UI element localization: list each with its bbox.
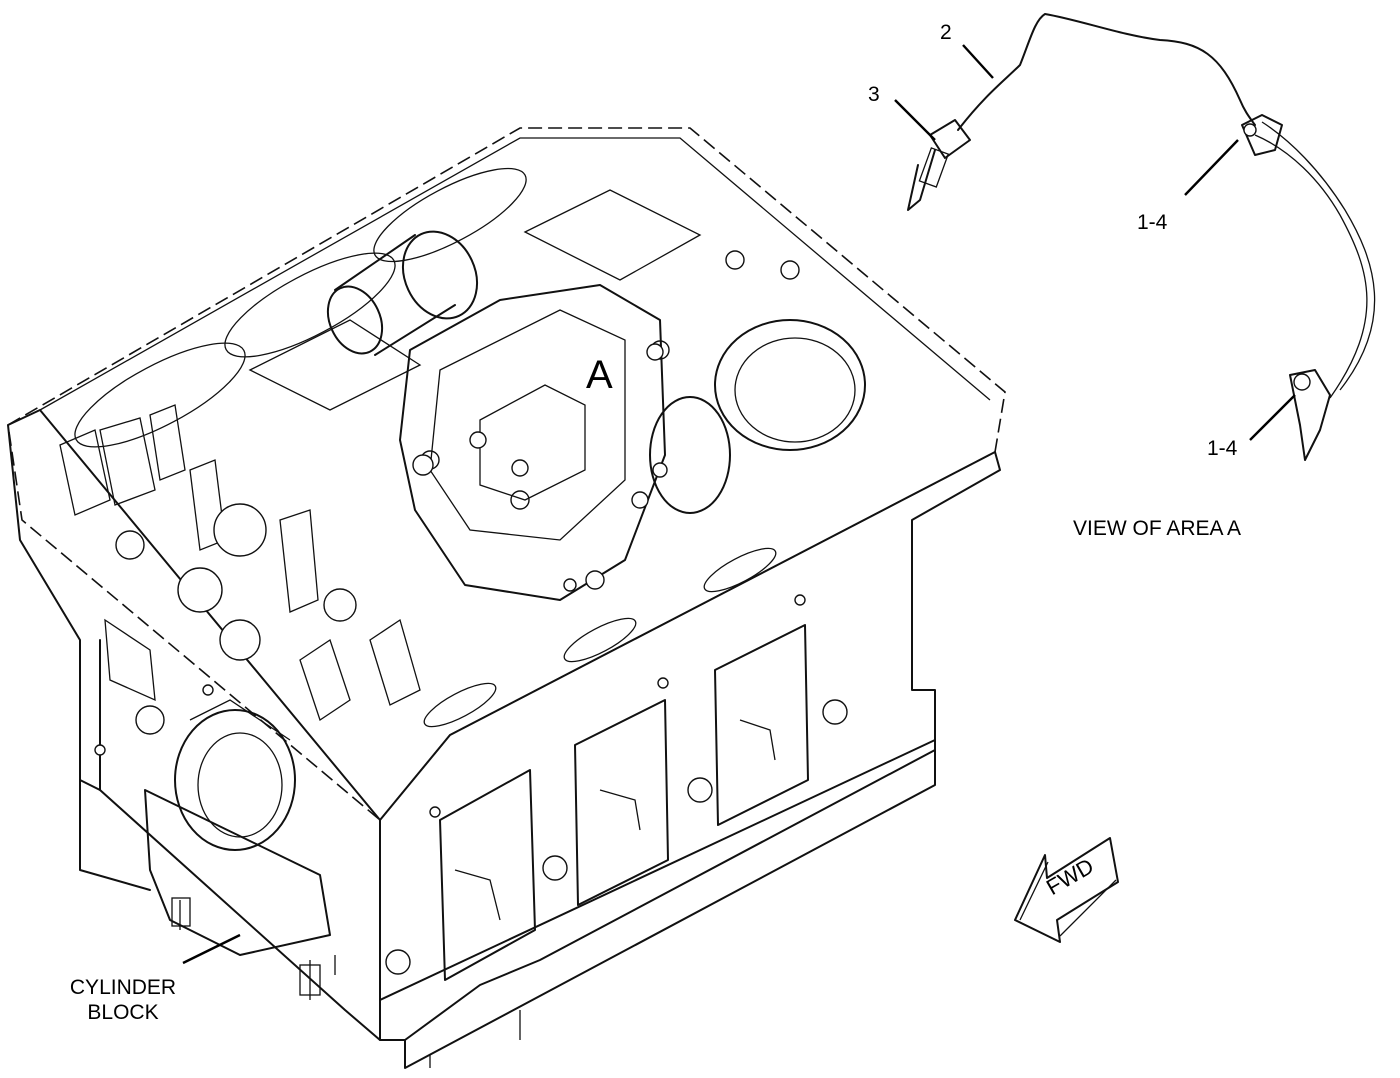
view-of-area-a-caption: VIEW OF AREA A <box>1073 517 1242 540</box>
leader-line-cylinder-block <box>182 933 241 965</box>
callout-part-2: 2 <box>940 21 952 44</box>
leader-line-1-4-upper <box>1184 139 1239 196</box>
area-a-label: A <box>586 353 613 397</box>
callout-part-3: 3 <box>868 83 880 106</box>
cylinder-block-drawing <box>7 127 1006 1069</box>
leader-line-2 <box>962 44 994 79</box>
cylinder-block-label-line2: BLOCK <box>87 1001 159 1024</box>
sensor-harness-drawing <box>182 13 1376 965</box>
callout-part-1-4-lower: 1-4 <box>1207 437 1238 460</box>
callout-part-1-4-upper: 1-4 <box>1137 211 1168 234</box>
leader-line-3 <box>894 99 936 141</box>
cylinder-block-label-line1: CYLINDER <box>69 976 177 999</box>
area-a-component <box>326 230 668 601</box>
fwd-arrow-icon <box>1014 837 1119 943</box>
leader-line-1-4-lower <box>1249 394 1296 441</box>
